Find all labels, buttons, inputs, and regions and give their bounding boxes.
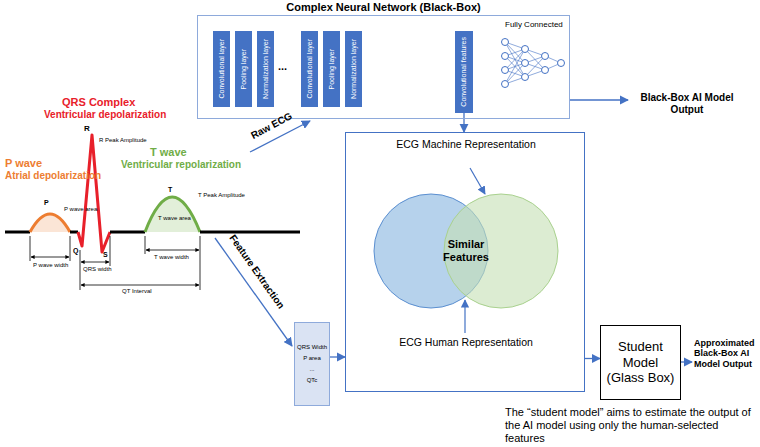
arrow-label: Feature Extraction — [227, 233, 287, 312]
leader-arrow — [470, 168, 485, 194]
annotation-label: QRS width — [83, 266, 112, 273]
annotation-label: Fully Connected — [505, 20, 563, 29]
annotation-label: T — [168, 186, 172, 194]
annotation-label: T wave area — [158, 215, 191, 222]
annotation-label: Ventricular repolarization — [121, 159, 241, 171]
process-box: Student Model (Glass Box) — [600, 325, 681, 400]
annotation-label: QT Interval — [122, 288, 152, 295]
node-text: Convolutional features — [460, 37, 467, 107]
annotation-label: S — [103, 251, 108, 259]
node-text: Normalization layer — [262, 39, 269, 99]
arrow-label: Raw ECG — [249, 110, 294, 141]
annotation-label: Atrial depolarization — [5, 170, 101, 182]
annotation-label: R — [84, 124, 90, 133]
annotation-label: Approximated Black-Box AI Model Output — [694, 338, 758, 369]
connector-arrow — [463, 113, 464, 132]
output-arrow — [570, 99, 628, 100]
annotation-label: ... — [278, 60, 287, 73]
network-icon — [502, 39, 565, 88]
network-box: Complex Neural Network (Black-Box)Convol… — [197, 15, 570, 119]
annotation-label: R Peak Amplitude — [99, 137, 147, 144]
node-text: QTc — [307, 377, 318, 384]
annotation-label: P wave — [5, 157, 42, 170]
annotation-label: QRS Complex — [62, 96, 135, 109]
node-text: P area — [303, 355, 321, 362]
layer-bar: Pooling layer — [235, 31, 252, 107]
layer-bar: Convolutional features — [455, 31, 473, 113]
node-text: ECG Human Representation — [391, 336, 541, 349]
annotation-label: Q — [73, 247, 78, 255]
layer-bar: Convolutional layer — [213, 31, 230, 107]
node-text: ECG Machine Representation — [391, 138, 541, 151]
measure-brackets — [30, 236, 200, 290]
node-text: Similar Features — [436, 238, 496, 264]
node-text: Student Model (Glass Box) — [605, 339, 676, 386]
annotation-label: P — [44, 199, 49, 207]
annotation-label: T wave width — [154, 254, 189, 261]
ecg-waveform — [5, 135, 300, 252]
annotation-label: Black-Box AI Model Output — [632, 92, 742, 115]
layer-bar: Convolutional layer — [301, 31, 318, 107]
representation-box: ECG Machine RepresentationECG Human Repr… — [345, 132, 585, 392]
node-text: Pooling layer — [328, 49, 335, 89]
annotation-label: T wave — [150, 146, 187, 159]
connector-arrow — [330, 356, 345, 357]
node-text: QRS Width — [297, 344, 327, 351]
layer-bar: Normalization layer — [257, 31, 274, 107]
node-text: Convolutional layer — [306, 39, 313, 99]
feature-list: QRS Width P area... QTc — [294, 322, 330, 406]
node-text: Convolutional layer — [218, 39, 225, 99]
node-text: Normalization layer — [350, 39, 357, 99]
box-heading: Complex Neural Network (Black-Box) — [198, 1, 569, 13]
leader-arrow — [464, 300, 465, 333]
node-text: Pooling layer — [240, 49, 247, 89]
annotation-label: T Peak Amplitude — [198, 192, 245, 199]
node-text: ... — [309, 366, 314, 373]
layer-bar: Pooling layer — [323, 31, 340, 107]
annotation-label: P wave area — [64, 206, 97, 213]
annotation-label: Ventricular depolarization — [44, 109, 166, 121]
venn-diagram: Similar Features — [373, 191, 559, 311]
output-arrow — [681, 361, 692, 362]
annotation-label: P wave width — [33, 262, 68, 269]
caption: The “student model” aims to estimate the… — [505, 406, 755, 446]
connector-arrow — [585, 358, 600, 359]
feature-extraction-arrow — [215, 238, 292, 346]
layer-bar: Normalization layer — [345, 31, 362, 107]
